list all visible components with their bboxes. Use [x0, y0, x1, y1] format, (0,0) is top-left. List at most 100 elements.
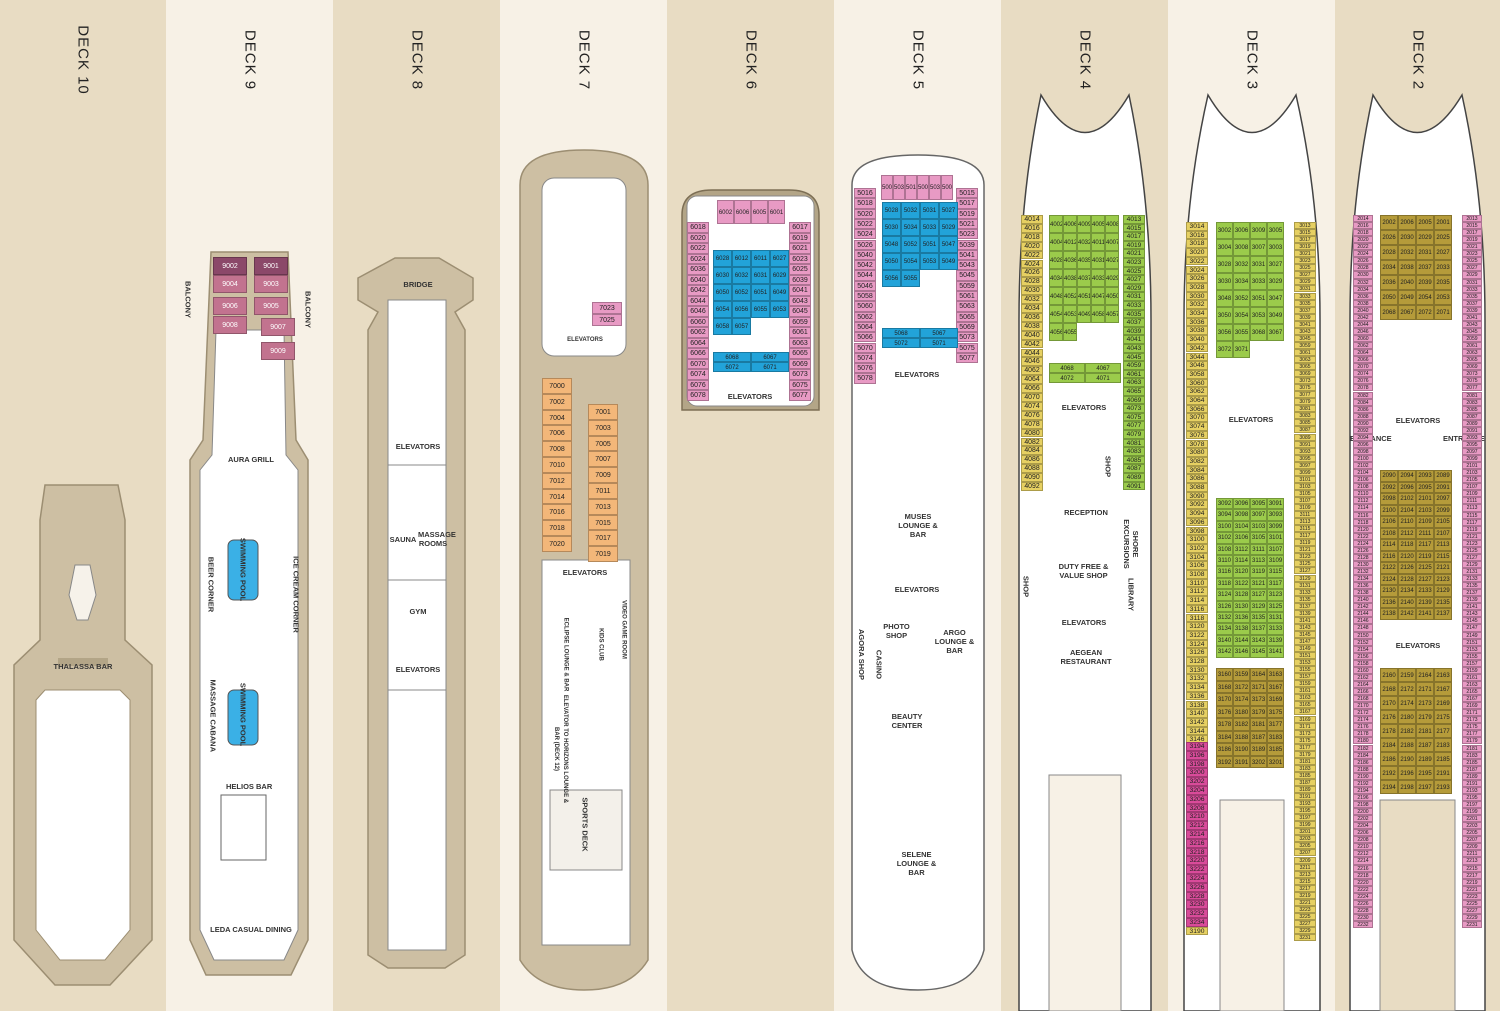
cabin-4026: 4026	[1021, 268, 1043, 278]
cabin-2144: 2144	[1353, 610, 1373, 618]
deck-7-elevators-top-label: ELEVATORS	[567, 337, 603, 343]
cabin-2103: 2103	[1416, 504, 1434, 516]
cabin-5022: 5022	[854, 218, 876, 230]
cabin-2136: 2136	[1353, 582, 1373, 590]
cabin-2164: 2164	[1416, 668, 1434, 682]
cabin-2196: 2196	[1353, 793, 1373, 801]
cabin-5072: 5072	[882, 338, 920, 348]
cabin-2159: 2159	[1398, 668, 1416, 682]
deck-9-inner	[199, 329, 299, 961]
cabin-7010: 7010	[542, 457, 572, 473]
cabin-2208: 2208	[1353, 836, 1373, 844]
cabin-2040: 2040	[1398, 275, 1416, 290]
cabin-5020: 5020	[854, 208, 876, 219]
cabin-6060: 6060	[687, 316, 709, 327]
deck-4-elevators-label: ELEVATORS	[1061, 618, 1107, 627]
cabin-2059: 2059	[1462, 335, 1482, 343]
cabin-2104: 2104	[1353, 469, 1373, 477]
cabin-3140: 3140	[1216, 634, 1233, 647]
cabin-4031: 4031	[1123, 292, 1145, 301]
cabin-2132: 2132	[1353, 568, 1373, 576]
cabin-2173: 2173	[1462, 716, 1482, 724]
cabin-3044: 3044	[1186, 352, 1208, 362]
cabin-3016: 3016	[1186, 230, 1208, 240]
cabin-5071: 5071	[920, 338, 958, 348]
cabin-3201: 3201	[1267, 755, 1284, 768]
cabin-3122: 3122	[1186, 630, 1208, 640]
cabin-4032: 4032	[1021, 295, 1043, 304]
cabin-5066: 5066	[854, 332, 876, 343]
cabin-3030: 3030	[1186, 291, 1208, 301]
cabin-3049: 3049	[1267, 307, 1284, 324]
cabin-3119: 3119	[1294, 539, 1316, 547]
cabin-6043: 6043	[789, 295, 811, 306]
cabin-3041: 3041	[1294, 320, 1316, 328]
cabin-3199: 3199	[1294, 821, 1316, 829]
cabin-3174: 3174	[1233, 693, 1250, 706]
cabin-4013: 4013	[1123, 215, 1145, 224]
cabin-3222: 3222	[1186, 865, 1208, 874]
cabin-2039: 2039	[1462, 306, 1482, 314]
cabin-4064: 4064	[1021, 375, 1043, 385]
cabin-3024: 3024	[1186, 265, 1208, 275]
cabin-2032: 2032	[1398, 245, 1416, 260]
cabin-3228: 3228	[1186, 891, 1208, 901]
swimming-pool-1-label: SWIMMING POOL	[238, 537, 248, 602]
cabin-3129: 3129	[1294, 574, 1316, 582]
cabin-3086: 3086	[1186, 474, 1208, 483]
cabin-7007: 7007	[588, 451, 618, 468]
cabin-2184: 2184	[1353, 751, 1373, 759]
cabin-3185: 3185	[1294, 771, 1316, 779]
argo-label: ARGO LOUNGE & BAR	[934, 628, 975, 655]
sports-deck	[549, 789, 623, 871]
cabin-3160: 3160	[1216, 668, 1233, 681]
cabin-3098: 3098	[1233, 509, 1250, 521]
ice-cream-corner-label: ICE CREAM CORNER	[291, 556, 301, 633]
cabin-7003: 7003	[588, 419, 618, 436]
cabin-3029: 3029	[1267, 273, 1284, 290]
cabin-2105: 2105	[1462, 476, 1482, 484]
cabin-3056: 3056	[1216, 324, 1233, 341]
cabin-2197: 2197	[1416, 780, 1434, 794]
cabin-3189: 3189	[1294, 786, 1316, 794]
cabin-3218: 3218	[1186, 847, 1208, 857]
cabin-2078: 2078	[1353, 384, 1373, 392]
cabin-3128: 3128	[1186, 657, 1208, 666]
cabin-5024: 5024	[854, 229, 876, 240]
cabin-2108: 2108	[1380, 527, 1398, 539]
cabin-3125: 3125	[1294, 560, 1316, 568]
cabin-3182: 3182	[1233, 718, 1250, 731]
deck-8-plan	[357, 257, 474, 969]
cabin-2034: 2034	[1353, 285, 1373, 293]
cabin-4029: 4029	[1123, 283, 1145, 293]
cabin-3111: 3111	[1250, 543, 1267, 555]
cabin-2213: 2213	[1462, 857, 1482, 865]
cabin-7000: 7000	[542, 378, 572, 394]
cabin-2220: 2220	[1353, 878, 1373, 886]
cabin-4036: 4036	[1021, 312, 1043, 322]
cabin-2135: 2135	[1434, 596, 1452, 608]
cabin-2024: 2024	[1353, 250, 1373, 258]
cabin-3034: 3034	[1233, 273, 1250, 290]
cabin-4075: 4075	[1123, 412, 1145, 422]
cabin-4050: 4050	[1105, 287, 1119, 305]
cabin-3031: 3031	[1250, 256, 1267, 273]
cabin-3101: 3101	[1294, 475, 1316, 483]
cabin-3220: 3220	[1186, 856, 1208, 866]
cabin-3055: 3055	[1233, 324, 1250, 341]
cabin-3155: 3155	[1294, 666, 1316, 674]
cabin-2176: 2176	[1353, 723, 1373, 731]
cabin-2031: 2031	[1416, 245, 1434, 260]
cabin-3112: 3112	[1186, 587, 1208, 597]
cabin-3224: 3224	[1186, 874, 1208, 883]
cabin-2029: 2029	[1416, 230, 1434, 245]
cabin-3121: 3121	[1294, 546, 1316, 554]
cabin-2138: 2138	[1353, 589, 1373, 597]
cabin-2142: 2142	[1398, 608, 1416, 620]
cabin-3202: 3202	[1186, 777, 1208, 786]
cabin-2101: 2101	[1462, 462, 1482, 470]
cabin-2190: 2190	[1353, 772, 1373, 780]
cabin-3189: 3189	[1250, 743, 1267, 756]
cabin-4028: 4028	[1021, 277, 1043, 287]
